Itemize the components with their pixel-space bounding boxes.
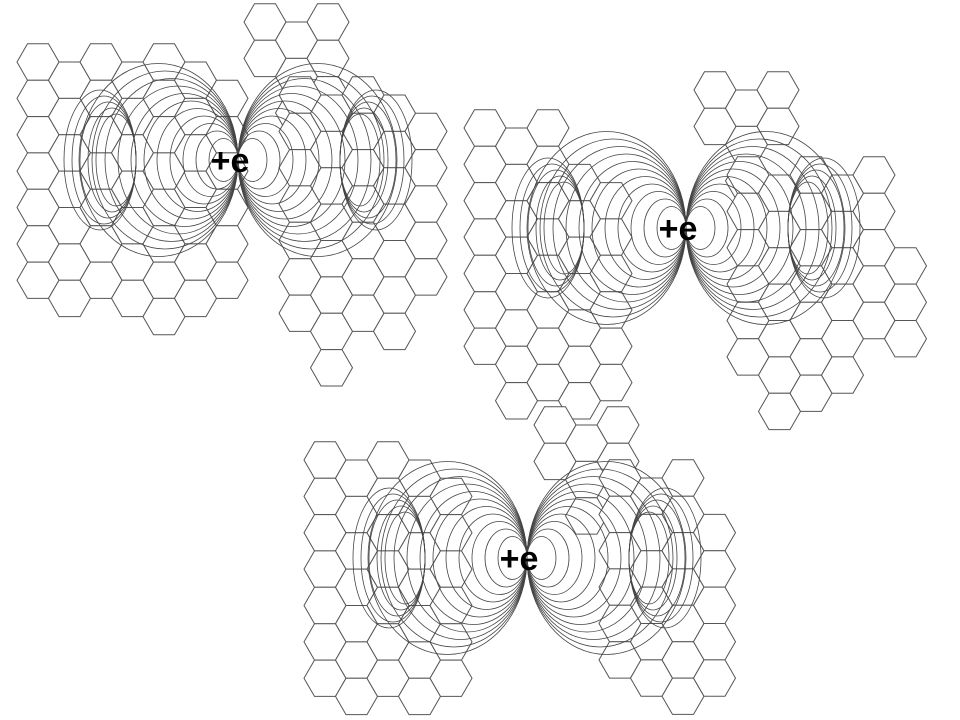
hexagon-cell [205, 261, 249, 299]
charge-labels: +e +e +e [211, 142, 698, 578]
field-line [628, 511, 670, 605]
field-line [685, 206, 716, 250]
field-line [339, 113, 381, 207]
field-line [384, 511, 426, 605]
charge-label-3: +e [500, 540, 539, 578]
field-line [95, 113, 137, 207]
hexagon-cell [589, 363, 633, 402]
field-line [237, 138, 268, 182]
hexagon-cell [429, 659, 473, 697]
hexagon-cell [372, 312, 417, 351]
field-line [787, 181, 829, 275]
hexagon-cell [309, 349, 354, 387]
hexagon-cell [883, 320, 928, 358]
charge-label-1: +e [211, 142, 250, 180]
field-line [543, 181, 585, 275]
hexagon-cell [692, 659, 737, 697]
hexagon-cell [820, 356, 865, 394]
hexagon-cell [404, 258, 448, 296]
hexagon-lattice [16, 3, 928, 716]
field-line [526, 536, 557, 580]
field-lines [63, 63, 861, 655]
charge-label-2: +e [659, 210, 698, 248]
